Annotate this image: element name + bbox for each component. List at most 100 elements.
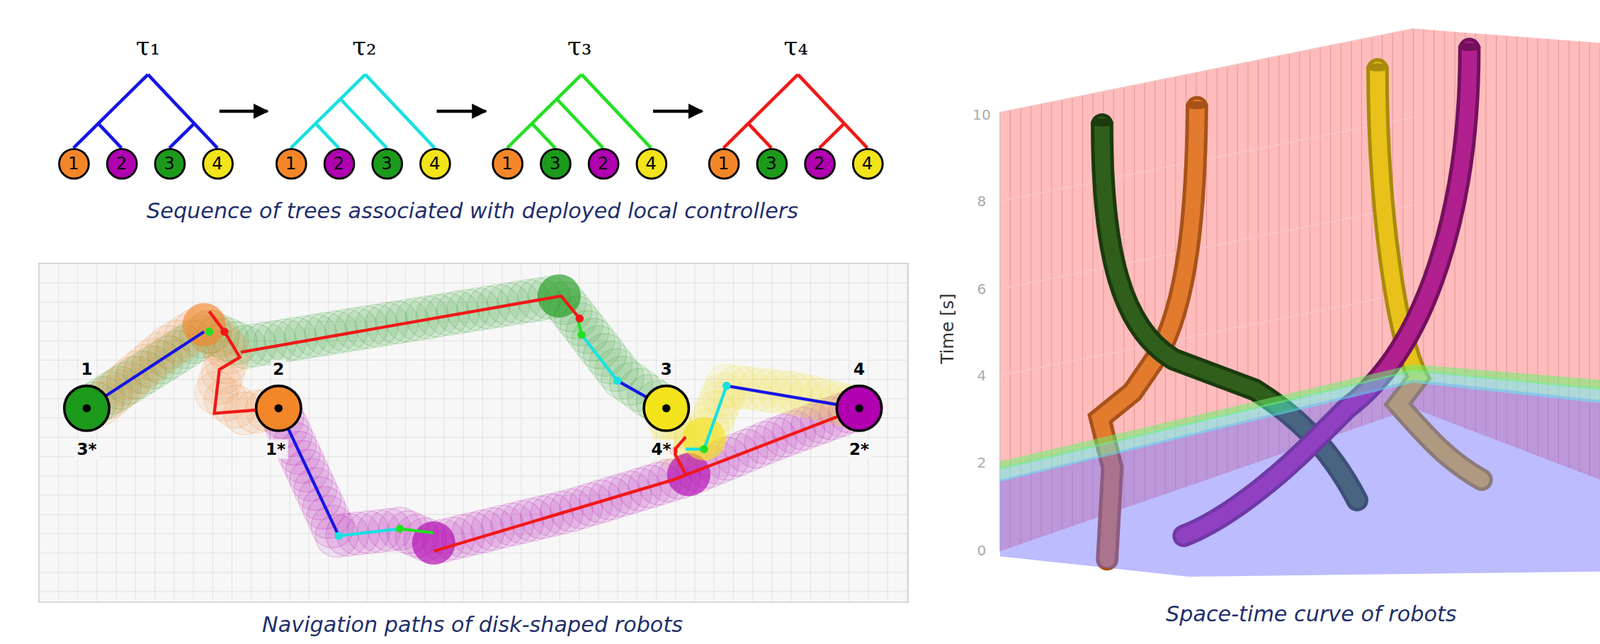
switch-point bbox=[220, 327, 229, 336]
goal-label: 2* bbox=[847, 439, 872, 459]
wall-grid bbox=[1340, 43, 1342, 434]
wall-grid bbox=[1422, 29, 1424, 412]
leaf-number: 3 bbox=[549, 152, 561, 174]
navigation-path bbox=[581, 335, 617, 382]
leaf-circle: 2 bbox=[587, 147, 620, 180]
leaf-circle: 1 bbox=[274, 147, 307, 180]
wall-grid bbox=[1433, 30, 1435, 417]
navigation-map bbox=[38, 263, 909, 603]
tick-label: 8 bbox=[977, 192, 987, 209]
switch-point bbox=[613, 376, 622, 386]
leaf-number: 2 bbox=[332, 152, 345, 174]
leaf-circle: 3 bbox=[538, 147, 571, 180]
trees bbox=[73, 74, 868, 149]
tree-branch bbox=[723, 74, 798, 149]
tree-branch bbox=[169, 123, 195, 149]
switch-point bbox=[335, 531, 344, 541]
leaf-circle: 2 bbox=[322, 147, 355, 180]
leaf-circle: 3 bbox=[153, 147, 186, 180]
tree-branch bbox=[315, 123, 340, 149]
switch-point bbox=[722, 381, 731, 391]
navigation-path bbox=[400, 528, 435, 533]
robot-disk bbox=[64, 386, 110, 431]
time-band bbox=[1000, 364, 1600, 469]
space-time-plot bbox=[1000, 28, 1600, 577]
tree-branch bbox=[798, 74, 868, 149]
wall-grid bbox=[1000, 205, 1414, 289]
leaf-number: 3 bbox=[163, 152, 175, 174]
leaf-circle: 2 bbox=[803, 147, 836, 180]
leaf-number: 1 bbox=[718, 152, 730, 174]
tube-cap bbox=[1458, 43, 1482, 52]
sequence-arrow bbox=[219, 109, 268, 113]
position-number: 1 bbox=[79, 359, 95, 379]
tree-branch bbox=[819, 123, 845, 149]
goal-label: 1* bbox=[263, 439, 288, 459]
switch-point bbox=[205, 327, 214, 336]
tick-label: 0 bbox=[977, 541, 987, 559]
goal-label: 4* bbox=[649, 439, 674, 459]
trail-disk bbox=[412, 521, 456, 565]
robot-disk bbox=[643, 386, 689, 431]
goal-label: 3* bbox=[75, 439, 100, 459]
tree-name: τ₁ bbox=[135, 31, 161, 61]
position-number: 2 bbox=[270, 359, 287, 379]
leaf-number: 4 bbox=[861, 152, 874, 174]
leaf-circle: 4 bbox=[201, 147, 234, 180]
tree-branch bbox=[148, 74, 218, 149]
switch-point bbox=[395, 524, 405, 534]
tree-name: τ₂ bbox=[352, 31, 377, 61]
leaf-number: 4 bbox=[645, 152, 657, 174]
navigation-path bbox=[685, 386, 727, 450]
leaf-circle: 3 bbox=[755, 147, 788, 180]
navigation-path bbox=[338, 528, 400, 536]
sequence-arrow bbox=[437, 109, 486, 113]
leaf-circle: 2 bbox=[105, 147, 138, 180]
wall-grid bbox=[1000, 28, 1414, 112]
sequence-arrow bbox=[653, 109, 702, 113]
wall-grid bbox=[1350, 41, 1352, 430]
leaf-number: 3 bbox=[765, 152, 777, 174]
map-ground bbox=[38, 263, 909, 603]
tube-cap bbox=[1366, 63, 1389, 72]
tick-label: 10 bbox=[972, 106, 991, 123]
tick-label: 6 bbox=[977, 280, 987, 297]
leaf-circle: 1 bbox=[707, 147, 740, 180]
tick-label: 2 bbox=[977, 454, 987, 471]
leaf-number: 1 bbox=[67, 152, 80, 174]
robot-center bbox=[82, 404, 92, 413]
position-number: 3 bbox=[658, 359, 675, 379]
navigation-path bbox=[433, 407, 860, 552]
wall-grid bbox=[1330, 45, 1331, 438]
leaf-circle: 3 bbox=[371, 147, 404, 180]
robot-disk bbox=[412, 521, 456, 565]
tree-name: τ₄ bbox=[784, 31, 809, 61]
trail-disk bbox=[682, 417, 726, 461]
leaf-number: 2 bbox=[597, 152, 610, 174]
leaf-number: 4 bbox=[211, 152, 224, 174]
wall-grid bbox=[1289, 53, 1290, 452]
axis-title: Time [s] bbox=[937, 293, 958, 365]
caption: Space-time curve of robots bbox=[1165, 602, 1457, 627]
tree-branch bbox=[98, 123, 122, 149]
wall-grid bbox=[1361, 38, 1363, 426]
leaf-circle: 4 bbox=[418, 147, 451, 180]
tick-label: 4 bbox=[977, 367, 987, 384]
wall-grid bbox=[1319, 47, 1321, 441]
wall-grid bbox=[1298, 51, 1300, 448]
tree-branch bbox=[531, 123, 556, 149]
tube-cap bbox=[1185, 101, 1209, 110]
caption: Navigation paths of disk-shaped robots bbox=[262, 611, 683, 637]
navigation-path bbox=[240, 296, 580, 353]
switch-point bbox=[577, 330, 586, 340]
leaf-circle: 1 bbox=[491, 147, 524, 180]
switch-point bbox=[575, 314, 585, 323]
robot-disk bbox=[256, 386, 302, 431]
tree-branch bbox=[748, 123, 773, 149]
leaf-circle: 4 bbox=[851, 147, 884, 180]
tube-cap bbox=[1090, 118, 1114, 127]
tree-branch bbox=[340, 99, 387, 149]
map-grid bbox=[38, 263, 909, 603]
wall-grid bbox=[1309, 49, 1311, 445]
